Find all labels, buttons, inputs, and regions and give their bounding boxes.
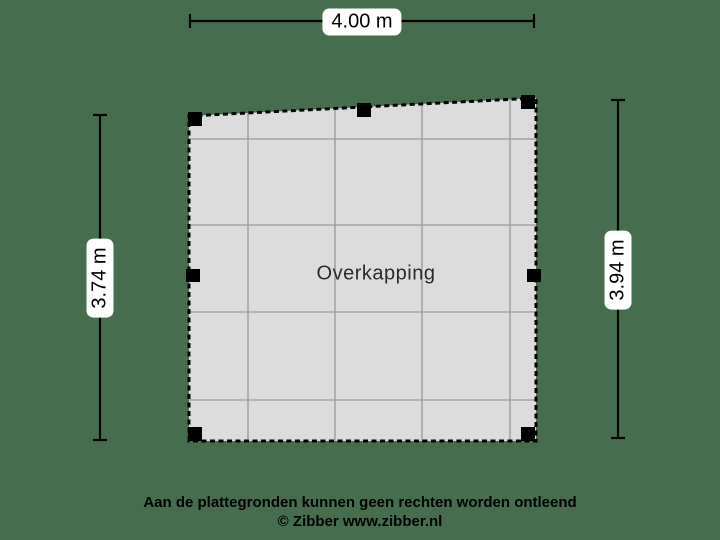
dimension-label-right: 3.94 m [604,230,632,310]
post-bottom-left [188,427,202,441]
copyright-text: © Zibber www.zibber.nl [277,513,443,530]
dimension-label-left: 3.74 m [86,238,114,318]
dimension-label-top: 4.00 m [322,8,402,36]
post-left-middle [186,269,200,282]
post-top-center [357,103,371,117]
plan-floor [189,98,536,441]
footer: Aan de plattegronden kunnen geen rechten… [0,493,720,531]
post-bottom-right [521,427,535,441]
post-right-middle [527,269,541,282]
disclaimer-text: Aan de plattegronden kunnen geen rechten… [143,494,577,511]
post-top-right [521,95,535,109]
room-label: Overkapping [316,262,436,285]
plan-grid [189,98,536,441]
post-top-left [188,112,202,126]
plan-outline-dashed [187,96,538,443]
